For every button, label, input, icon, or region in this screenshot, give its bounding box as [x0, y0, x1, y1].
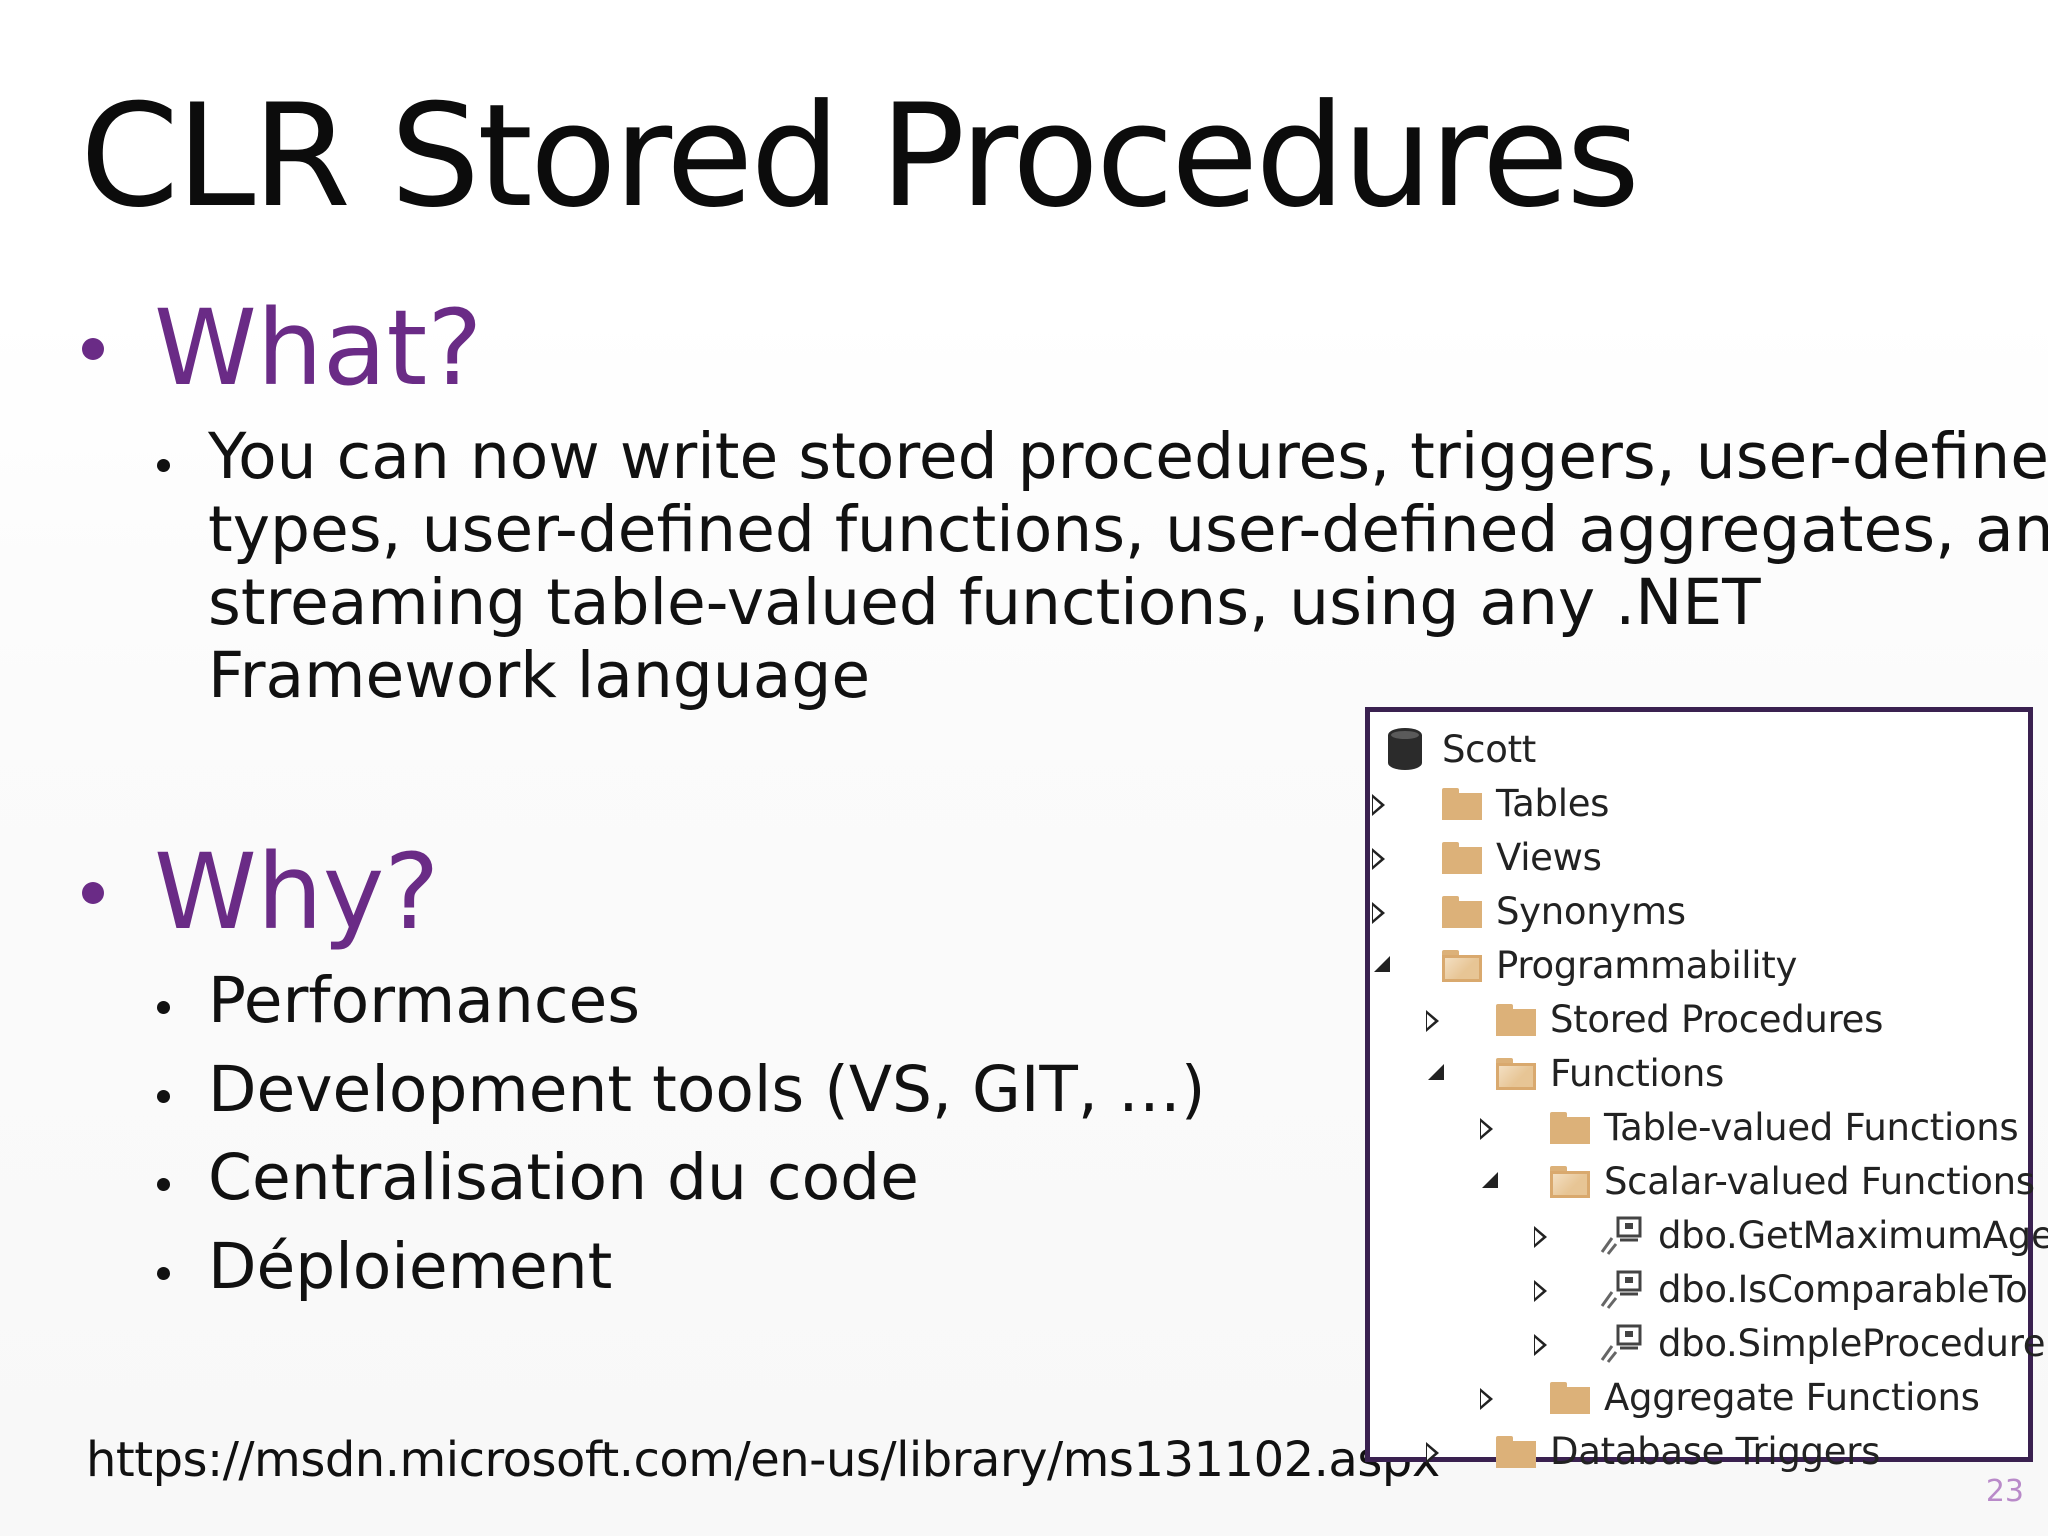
tree-node-label: dbo.IsComparableTo	[1658, 1268, 2028, 1311]
tree-node-scalar-valued-functions[interactable]: Scalar-valued Functions	[1370, 1158, 2035, 1208]
tree-node-functions[interactable]: Functions	[1370, 1050, 2030, 1100]
folder-icon	[1442, 896, 1482, 928]
tree-node-aggregate-functions[interactable]: Aggregate Functions	[1370, 1374, 2030, 1424]
tree-node-label: Synonyms	[1496, 890, 1686, 933]
expand-arrow-icon[interactable]	[1372, 794, 1385, 816]
expand-arrow-icon[interactable]	[1372, 902, 1385, 924]
what-sub-bullet	[157, 459, 170, 472]
tree-node-label: Table-valued Functions	[1604, 1106, 2019, 1149]
tree-node-label: Scalar-valued Functions	[1604, 1160, 2035, 1203]
tree-node-function[interactable]: dbo.SimpleProcedure	[1370, 1320, 2046, 1370]
why-heading: Why?	[154, 831, 440, 953]
expand-arrow-icon[interactable]	[1372, 848, 1385, 870]
tree-node-table-valued-functions[interactable]: Table-valued Functions	[1370, 1104, 2030, 1154]
open-folder-icon	[1496, 1058, 1536, 1090]
function-icon	[1600, 1216, 1642, 1255]
what-line: types, user-defined functions, user-defi…	[208, 493, 2048, 566]
tree-node-label: Programmability	[1496, 944, 1798, 987]
expand-arrow-icon[interactable]	[1480, 1388, 1493, 1410]
why-item-bullet	[157, 1267, 170, 1280]
why-item: Centralisation du code	[208, 1141, 919, 1214]
database-icon	[1388, 728, 1422, 770]
why-item: Development tools (VS, GIT, …)	[208, 1053, 1206, 1126]
folder-icon	[1550, 1382, 1590, 1414]
what-description: You can now write stored procedures, tri…	[208, 420, 2048, 712]
tree-node-label: Database Triggers	[1550, 1430, 1881, 1473]
why-bullet	[82, 882, 104, 904]
why-item-bullet	[157, 1178, 170, 1191]
what-bullet	[82, 338, 104, 360]
tree-node-database[interactable]: Scott	[1370, 726, 2030, 776]
why-item-bullet	[157, 1090, 170, 1103]
tree-node-programmability[interactable]: Programmability	[1370, 942, 2030, 992]
page-number: 23	[1985, 1474, 2024, 1509]
folder-icon	[1442, 842, 1482, 874]
function-icon	[1600, 1270, 1642, 1309]
function-icon	[1600, 1324, 1642, 1363]
expand-arrow-icon[interactable]	[1534, 1334, 1547, 1356]
expand-arrow-icon[interactable]	[1426, 1442, 1439, 1464]
collapse-arrow-icon[interactable]	[1374, 956, 1390, 972]
tree-node-synonyms[interactable]: Synonyms	[1370, 888, 2030, 938]
open-folder-icon	[1442, 950, 1482, 982]
what-line: Framework language	[208, 639, 871, 712]
tree-node-views[interactable]: Views	[1370, 834, 2030, 884]
tree-node-label: Aggregate Functions	[1604, 1376, 1980, 1419]
slide-title: CLR Stored Procedures	[80, 74, 1640, 239]
tree-node-label: dbo.SimpleProcedure	[1658, 1322, 2046, 1365]
what-line: streaming table-valued functions, using …	[208, 566, 1761, 639]
folder-icon	[1496, 1436, 1536, 1468]
tree-node-label: Scott	[1442, 728, 1536, 771]
what-heading: What?	[154, 287, 483, 409]
why-item-bullet	[157, 1001, 170, 1014]
tree-node-label: Tables	[1496, 782, 1610, 825]
tree-node-database-triggers[interactable]: Database Triggers	[1370, 1428, 2030, 1478]
tree-node-tables[interactable]: Tables	[1370, 780, 2030, 830]
tree-node-label: Functions	[1550, 1052, 1724, 1095]
folder-icon	[1442, 788, 1482, 820]
tree-node-function[interactable]: dbo.GetMaximumAge	[1370, 1212, 2048, 1262]
why-item: Performances	[208, 964, 641, 1037]
expand-arrow-icon[interactable]	[1534, 1280, 1547, 1302]
source-link[interactable]: https://msdn.microsoft.com/en-us/library…	[86, 1432, 1440, 1488]
expand-arrow-icon[interactable]	[1534, 1226, 1547, 1248]
collapse-arrow-icon[interactable]	[1428, 1064, 1444, 1080]
expand-arrow-icon[interactable]	[1480, 1118, 1493, 1140]
what-line: You can now write stored procedures, tri…	[208, 420, 2048, 493]
tree-node-stored-procedures[interactable]: Stored Procedures	[1370, 996, 2030, 1046]
tree-node-label: dbo.GetMaximumAge	[1658, 1214, 2048, 1257]
expand-arrow-icon[interactable]	[1426, 1010, 1439, 1032]
object-explorer-tree: Scott Tables Views Synonyms Programmabil…	[1365, 707, 2048, 1473]
tree-node-label: Stored Procedures	[1550, 998, 1884, 1041]
open-folder-icon	[1550, 1166, 1590, 1198]
why-item: Déploiement	[208, 1230, 613, 1303]
tree-node-function[interactable]: dbo.IsComparableTo	[1370, 1266, 2030, 1316]
folder-icon	[1550, 1112, 1590, 1144]
folder-icon	[1496, 1004, 1536, 1036]
tree-node-label: Views	[1496, 836, 1602, 879]
collapse-arrow-icon[interactable]	[1482, 1172, 1498, 1188]
